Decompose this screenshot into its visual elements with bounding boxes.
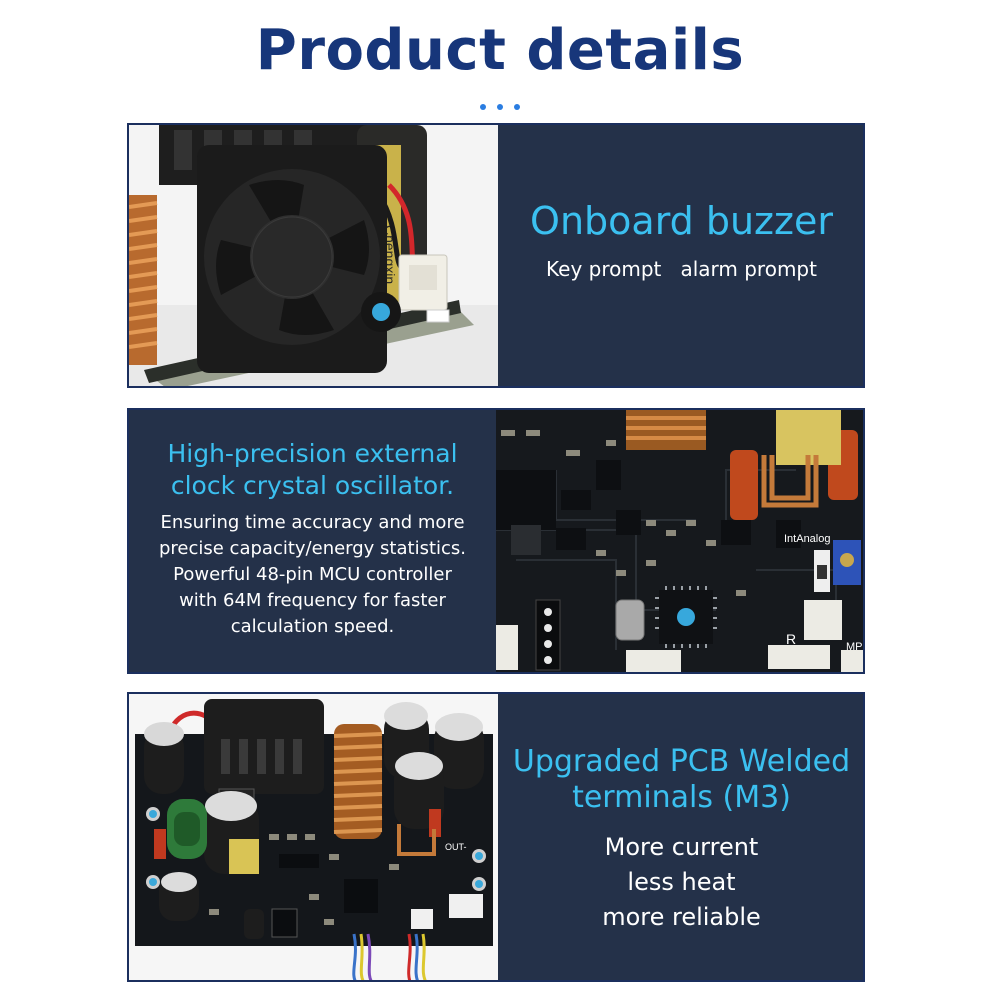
oscillator-text: High-precision external clock crystal os… (129, 410, 496, 672)
board-label: IntAnalog (784, 533, 830, 545)
section-body: Ensuring time accuracy and more precise … (129, 510, 496, 640)
body-line: precise capacity/energy statistics. (158, 538, 467, 559)
body-line: More current (604, 833, 759, 861)
mcu-closeup-photo: IntAnalog R MP (496, 410, 863, 672)
section-crystal-oscillator: High-precision external clock crystal os… (127, 408, 865, 674)
heading-line: High-precision external (167, 439, 458, 468)
full-board-photo: OUT- (129, 694, 498, 980)
heading-line: Upgraded PCB Welded (512, 744, 851, 779)
section-onboard-buzzer: Chengxin Onboard buzzer (127, 123, 865, 388)
body-line: Powerful 48-pin MCU controller (173, 564, 452, 585)
body-line: more reliable (602, 903, 761, 931)
page-title: Product details (255, 18, 745, 83)
title-dots-decoration (478, 102, 522, 112)
section-heading: Onboard buzzer (530, 199, 833, 243)
section-heading: Upgraded PCB Welded terminals (M3) (498, 744, 863, 816)
section-body: More current less heat more reliable (498, 830, 863, 935)
board-label: R (786, 631, 796, 647)
board-label: OUT- (445, 842, 467, 852)
heading-line: terminals (M3) (572, 780, 791, 815)
heading-line: clock crystal oscillator. (170, 471, 455, 500)
body-line: Ensuring time accuracy and more (160, 512, 465, 533)
section-heading: High-precision external clock crystal os… (129, 438, 496, 502)
body-line: calculation speed. (230, 616, 395, 637)
section-welded-terminals: OUT- Upgraded PCB Welded terminals (M3) … (127, 692, 865, 982)
terminals-text: Upgraded PCB Welded terminals (M3) More … (498, 694, 863, 980)
board-label: MP (846, 641, 863, 653)
section-body: Key prompt alarm prompt (546, 257, 817, 281)
buzzer-text: Onboard buzzer Key prompt alarm prompt (498, 125, 863, 386)
body-line: less heat (627, 868, 736, 896)
body-line: with 64M frequency for faster (179, 590, 446, 611)
cooling-fan-photo: Chengxin (129, 125, 498, 386)
